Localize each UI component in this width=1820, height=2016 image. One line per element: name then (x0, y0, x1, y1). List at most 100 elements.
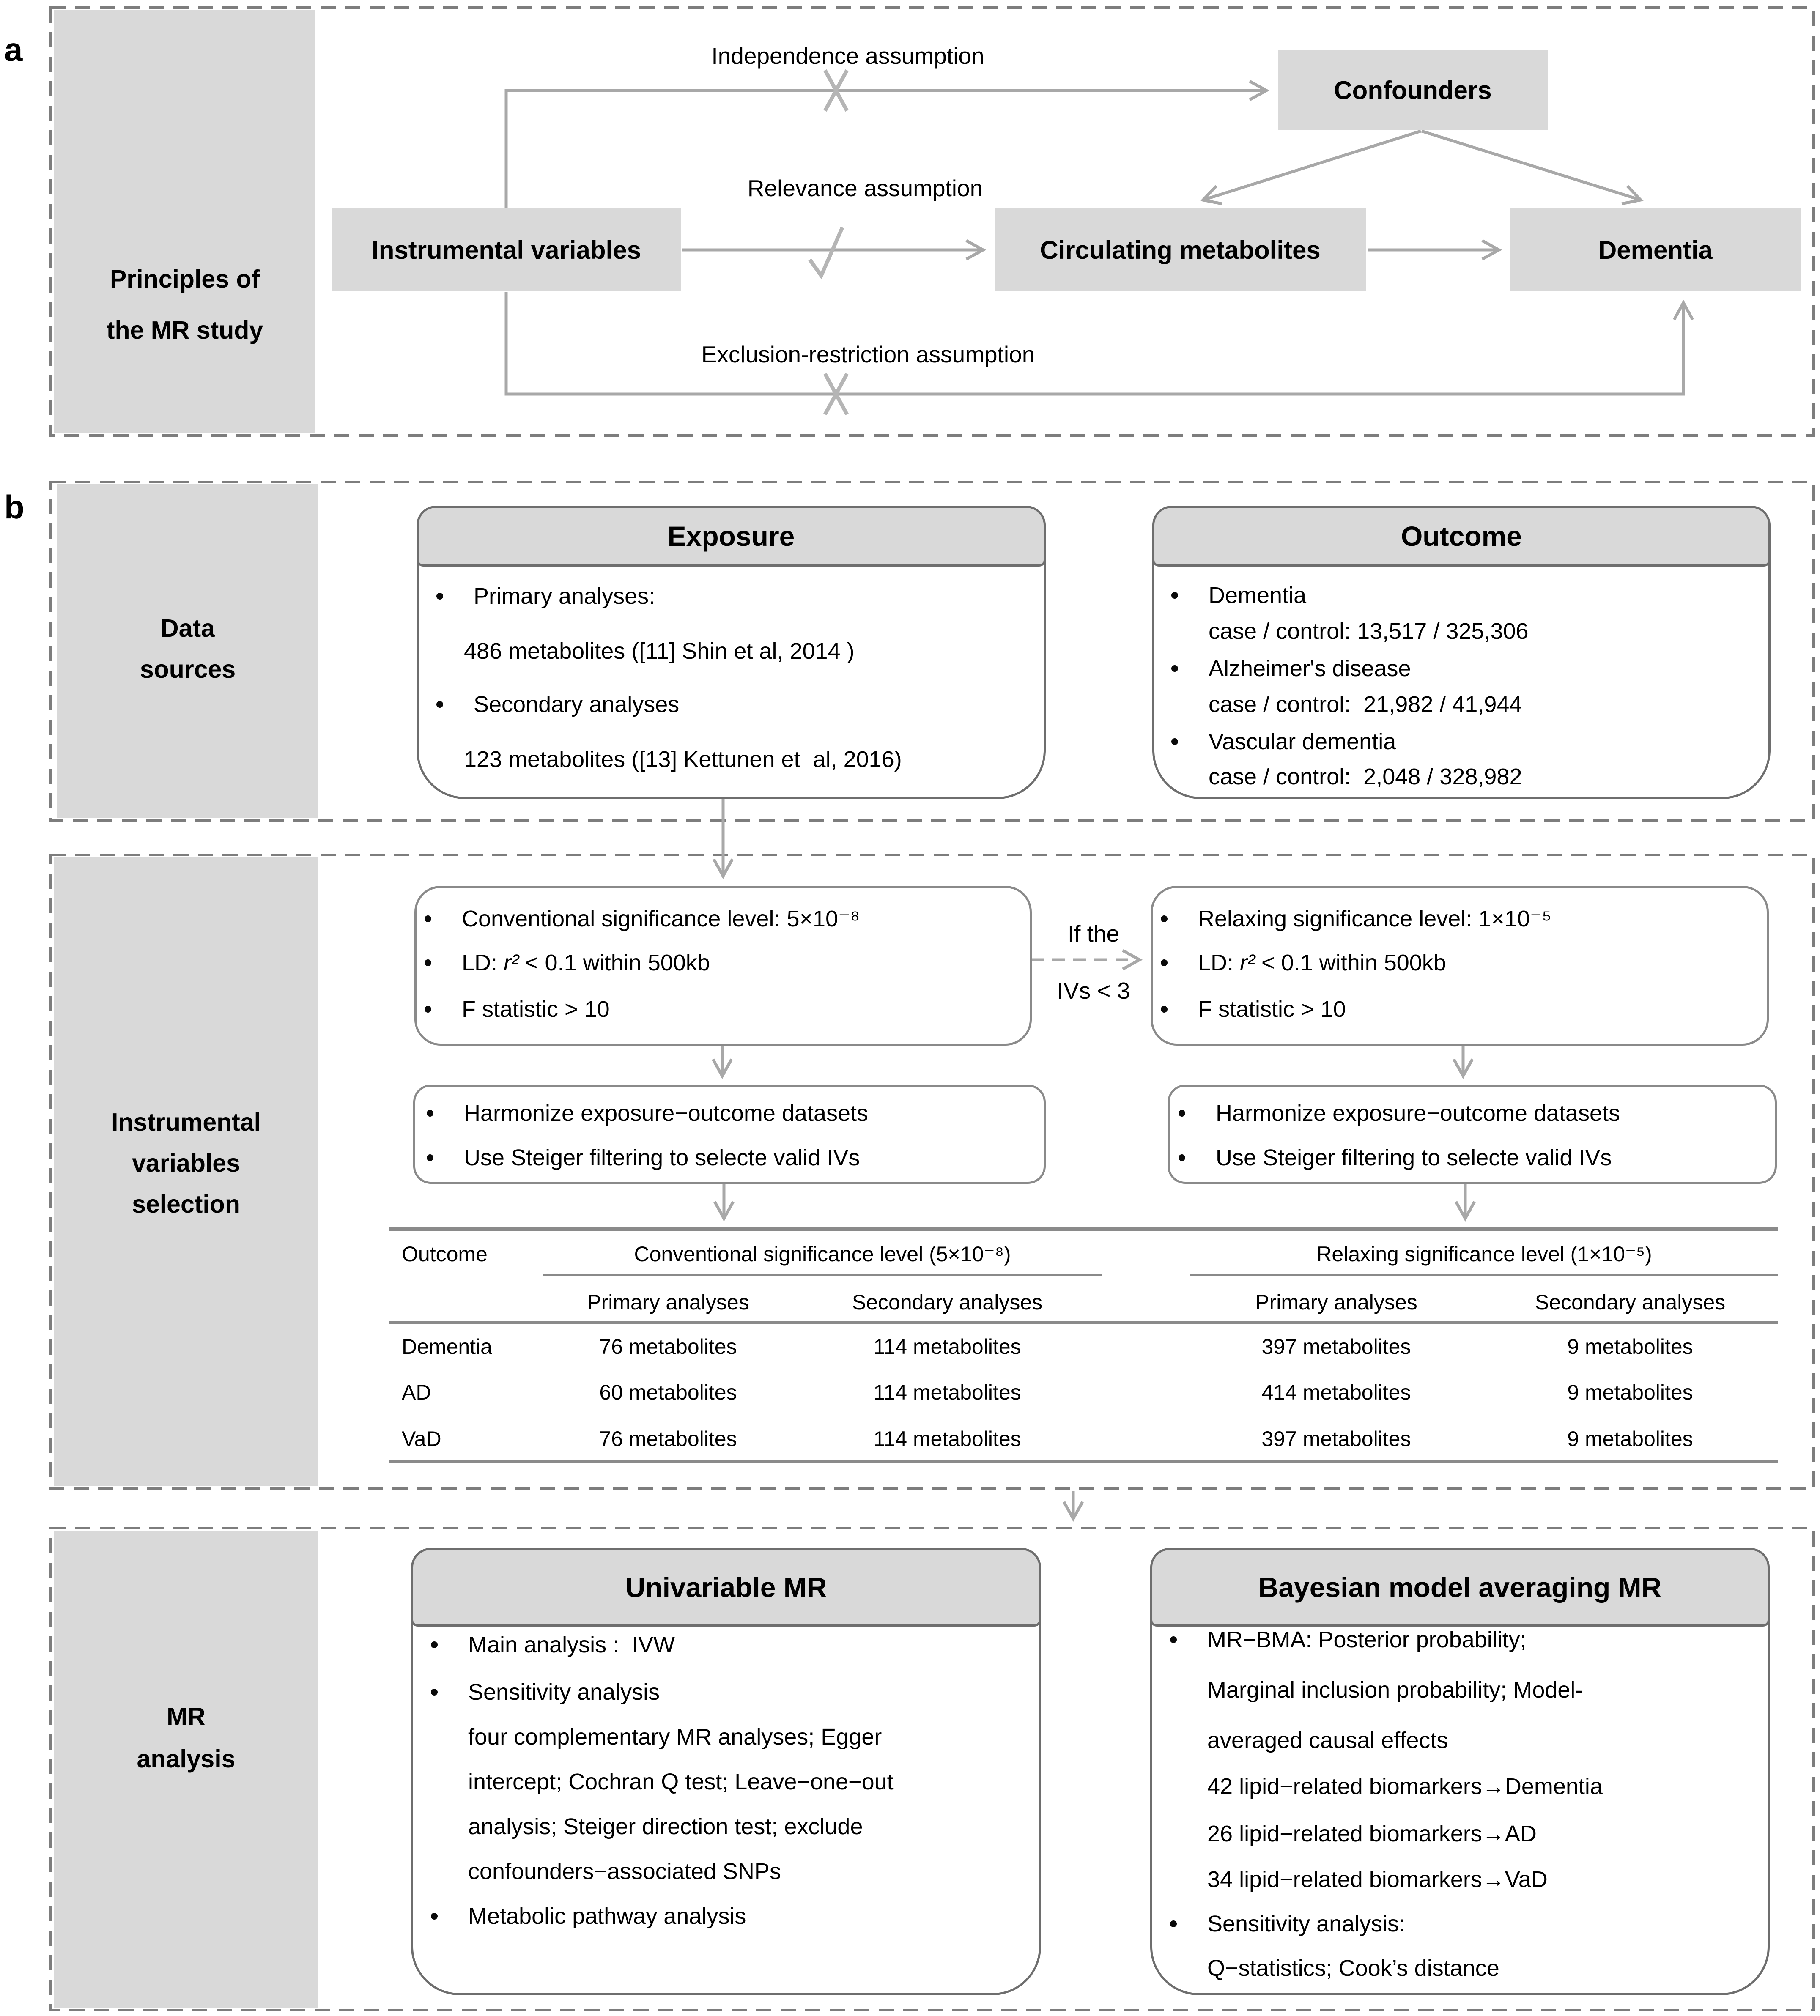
panel-b-tag: b (4, 488, 25, 526)
table-row-name: Dementia (402, 1335, 492, 1359)
bullet-icon (427, 1154, 433, 1161)
bullet-icon (1170, 1636, 1177, 1643)
univariable-item: Metabolic pathway analysis (431, 1903, 746, 1930)
outcome-title: Outcome (1152, 506, 1771, 567)
sidebar-iv-selection (54, 857, 318, 1486)
relaxing-line: F statistic > 10 (1161, 996, 1346, 1023)
bayesian-item: 42 lipid−related biomarkers→Dementia (1207, 1774, 1603, 1799)
bullet-icon (1171, 738, 1178, 745)
table-cell: 397 metabolites (1261, 1335, 1411, 1359)
table-header-group2: Relaxing significance level (1×10⁻⁵) (1316, 1242, 1652, 1266)
bullet-icon (1161, 915, 1168, 922)
bayesian-item: averaged causal effects (1207, 1728, 1448, 1753)
table-cell: 9 metabolites (1567, 1427, 1693, 1451)
bayesian-item: MR−BMA: Posterior probability; (1170, 1626, 1527, 1653)
confounders-to-metabolites-arrow (1200, 129, 1422, 205)
outcome-item: Alzheimer's disease (1171, 655, 1411, 682)
table-header-outcome: Outcome (402, 1242, 488, 1266)
panel-a-tag: a (4, 31, 23, 68)
bullet-icon (425, 1006, 431, 1013)
independence-x-mark-icon (823, 69, 849, 112)
exposure-item: 486 metabolites ([11] Shin et al, 2014 ) (464, 638, 855, 664)
table-cell: 397 metabolites (1261, 1427, 1411, 1451)
table-top-rule (389, 1227, 1778, 1231)
univariable-mr-title: Univariable MR (411, 1548, 1041, 1627)
table-cell: 60 metabolites (599, 1381, 737, 1404)
bullet-icon (1179, 1110, 1185, 1117)
bullet-icon (436, 593, 443, 600)
confounders-to-dementia-arrow (1421, 129, 1644, 205)
connector-if-the: If the (1067, 920, 1120, 947)
bullet-icon (431, 1689, 438, 1696)
table-row-name: VaD (402, 1427, 441, 1451)
sidebar-principles (54, 10, 315, 433)
outcome-item: Dementia (1171, 582, 1306, 609)
table-cell: 9 metabolites (1567, 1335, 1693, 1359)
bayesian-item: 26 lipid−related biomarkers→AD (1207, 1821, 1537, 1846)
exposure-item: 123 metabolites ([13] Kettunen et al, 20… (464, 747, 902, 772)
bayesian-mr-title: Bayesian model averaging MR (1150, 1548, 1770, 1627)
bullet-icon (431, 1641, 438, 1648)
bullet-icon (1171, 592, 1178, 599)
sidebar-mr-analysis-label: MR analysis (137, 1703, 236, 1773)
outcome-item: case / control: 13,517 / 325,306 (1209, 619, 1529, 644)
sidebar-data-sources-label: Data sources (140, 614, 236, 683)
outcome-item: Vascular dementia (1171, 728, 1396, 755)
table-row-name: AD (402, 1381, 431, 1404)
table-cell: 114 metabolites (873, 1335, 1021, 1359)
node-dementia: Dementia (1510, 208, 1801, 291)
outcome-box: Outcome (1152, 506, 1771, 799)
exclusion-x-mark-icon (823, 373, 849, 416)
exposure-title: Exposure (417, 506, 1046, 567)
label-exclusion-assumption: Exclusion-restriction assumption (701, 341, 1035, 367)
harmonize-left-box (413, 1085, 1046, 1184)
table-mid-rule (389, 1321, 1778, 1324)
relevance-check-icon (808, 227, 844, 280)
iv-to-dementia-direct-arrow (504, 292, 1694, 396)
bayesian-item: Marginal inclusion probability; Model- (1207, 1677, 1583, 1703)
conventional-criteria-box (414, 886, 1032, 1046)
univariable-item: four complementary MR analyses; Egger (468, 1724, 882, 1750)
bullet-icon (425, 915, 431, 922)
bullet-icon (425, 959, 431, 966)
node-circulating-metabolites: Circulating metabolites (995, 208, 1366, 291)
bullet-icon (427, 1110, 433, 1117)
conventional-line: LD: r² < 0.1 within 500kb (425, 949, 710, 976)
univariable-item: analysis; Steiger direction test; exclud… (468, 1814, 863, 1839)
bullet-icon (1170, 1920, 1177, 1927)
harmonize-right-box (1168, 1085, 1777, 1184)
conventional-line: Conventional significance level: 5×10⁻⁸ (425, 905, 860, 932)
bullet-icon (436, 701, 443, 708)
relaxing-line: Relaxing significance level: 1×10⁻⁵ (1161, 905, 1551, 932)
exposure-item: Secondary analyses (436, 691, 679, 718)
harmonize-line: Harmonize exposure−outcome datasets (427, 1100, 868, 1127)
table-cell: 114 metabolites (873, 1381, 1021, 1404)
harmonize-line: Harmonize exposure−outcome datasets (1179, 1100, 1620, 1127)
bayesian-item: Q−statistics; Cook’s distance (1207, 1956, 1499, 1981)
table-subheader: Secondary analyses (852, 1290, 1043, 1314)
univariable-mr-box: Univariable MR (411, 1548, 1041, 1995)
harmonize-line: Use Steiger filtering to selecte valid I… (1179, 1144, 1612, 1171)
conventional-line: F statistic > 10 (425, 996, 610, 1023)
table-subheader: Primary analyses (587, 1290, 749, 1314)
univariable-item: confounders−associated SNPs (468, 1859, 781, 1884)
bayesian-mr-box: Bayesian model averaging MR (1150, 1548, 1770, 1995)
table-cell: 76 metabolites (599, 1427, 737, 1451)
exposure-item: Primary analyses: (436, 583, 655, 610)
node-confounders: Confounders (1278, 50, 1548, 130)
exposure-box: Exposure (417, 506, 1046, 799)
table-subheader: Secondary analyses (1535, 1290, 1726, 1314)
table-subheader: Primary analyses (1255, 1290, 1417, 1314)
node-instrumental-variables: Instrumental variables (332, 208, 681, 291)
bullet-icon (1161, 959, 1168, 966)
table-cell: 76 metabolites (599, 1335, 737, 1359)
outcome-item: case / control: 21,982 / 41,944 (1209, 692, 1522, 717)
outcome-item: case / control: 2,048 / 328,982 (1209, 764, 1522, 789)
label-relevance-assumption: Relevance assumption (747, 175, 983, 201)
bullet-icon (431, 1913, 438, 1920)
bayesian-item: Sensitivity analysis: (1170, 1910, 1405, 1937)
univariable-item: intercept; Cochran Q test; Leave−one−out (468, 1769, 894, 1794)
relaxing-line: LD: r² < 0.1 within 500kb (1161, 949, 1446, 976)
label-independence-assumption: Independence assumption (711, 43, 984, 69)
bullet-icon (1179, 1154, 1185, 1161)
